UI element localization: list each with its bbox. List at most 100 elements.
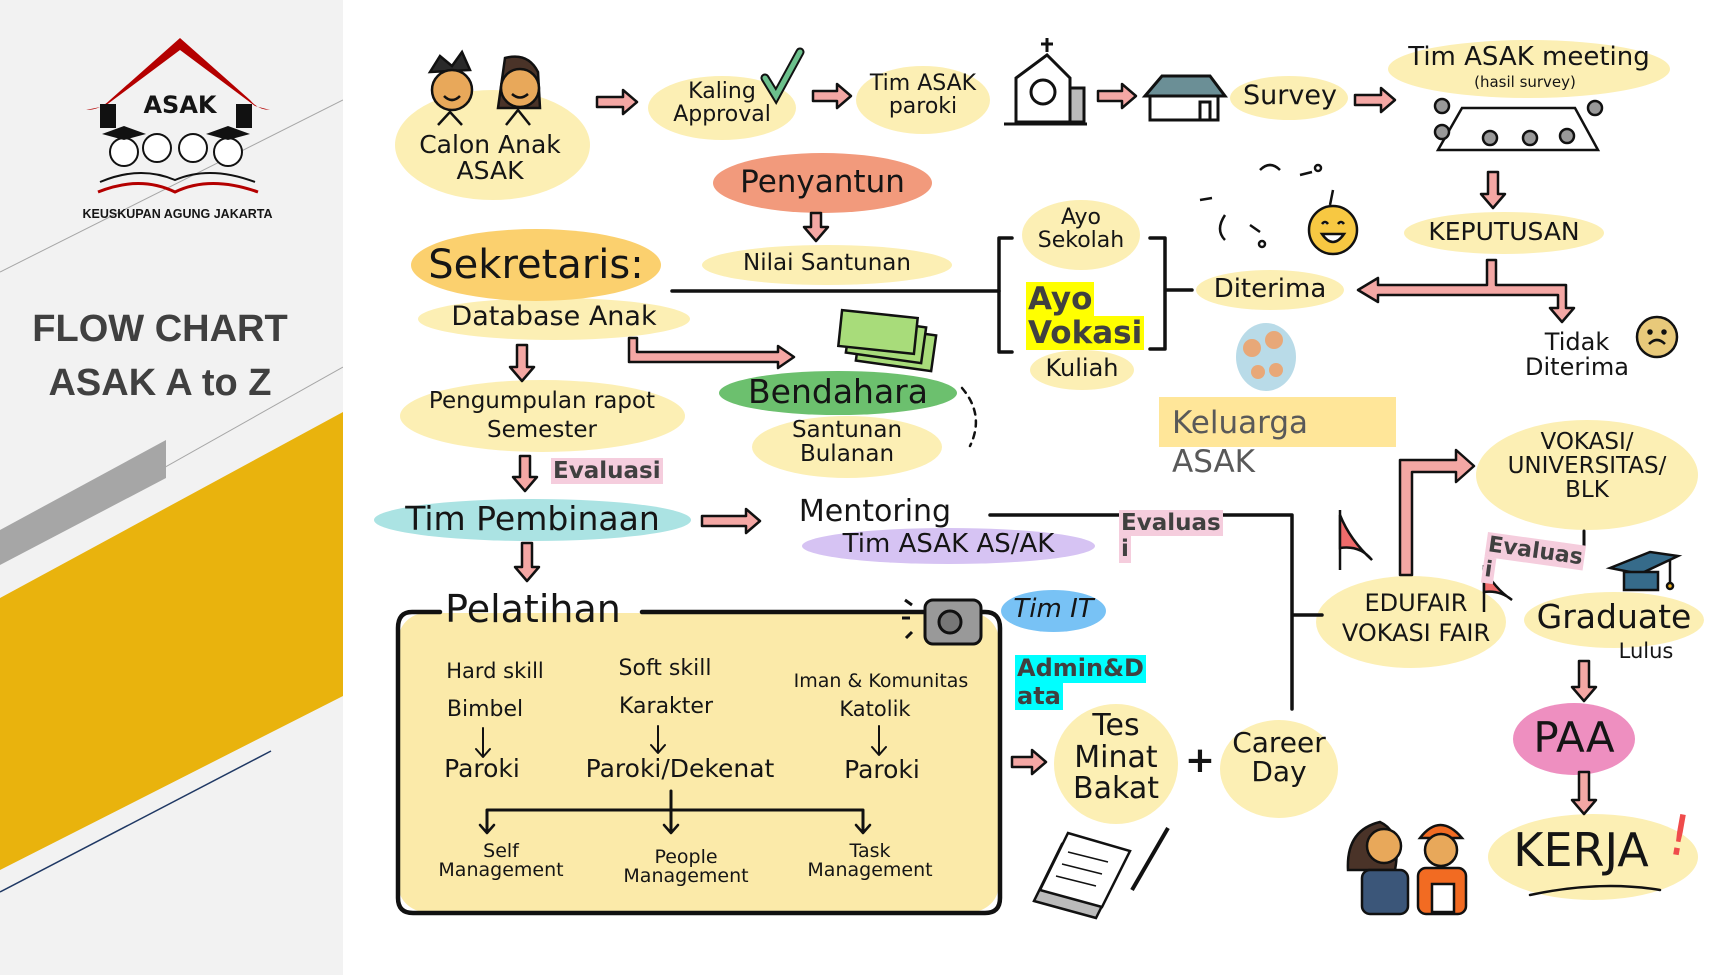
dashed-loop: [960, 386, 978, 448]
node-diterima: Diterima: [1213, 274, 1327, 304]
happy-face-icon: [1307, 204, 1359, 256]
column-head-soft-skill: Soft skill: [618, 656, 712, 681]
tim-asak-asak-blob: [802, 528, 1095, 564]
survey-blob: [1230, 76, 1348, 120]
column-where-paroki-dekenat: Paroki/Dekenat: [585, 754, 775, 783]
column-head-hard-skill: Hard skill: [446, 659, 544, 683]
column-head-iman-komunitas: Iman & Komunitas: [793, 670, 969, 692]
calon-blob: [395, 90, 590, 200]
sad-face-icon: [1635, 315, 1679, 359]
flow-arrow-down: [1570, 659, 1598, 703]
node-survey: Survey: [1243, 80, 1337, 111]
flow-arrow-down: [513, 541, 541, 583]
sekretaris-blob: [411, 229, 661, 301]
yellow-band: [0, 412, 343, 870]
node-database-anak: Database Anak: [451, 301, 657, 332]
ayo-sekolah-blob: [1022, 200, 1140, 270]
slide-title-line2: ASAK A to Z: [48, 362, 272, 404]
confetti-icon: [1199, 163, 1335, 249]
slide-title-line1: FLOW CHART: [32, 308, 288, 350]
flow-arrow-right: [1096, 82, 1138, 110]
flow-arrow-right: [811, 82, 853, 110]
tes-blob: [1054, 704, 1178, 824]
node-bendahara: Bendahara: [748, 372, 928, 411]
node-tim-it: Tim IT: [1013, 594, 1094, 624]
flow-arrow-down: [1570, 770, 1598, 816]
meeting-blob: [1388, 40, 1670, 98]
panel-decoration: [0, 38, 343, 893]
node-penyantun: Penyantun: [740, 164, 905, 200]
column-where-paroki: Paroki: [444, 754, 520, 783]
graduation-cap-icon: [1605, 550, 1683, 592]
workers-icon: [1346, 820, 1468, 916]
evaluasi-label: Evaluasi: [551, 458, 663, 485]
node-kuliah: Kuliah: [1045, 354, 1119, 382]
tim-it-blob: [1001, 590, 1106, 632]
node-sekretaris: Sekretaris:: [428, 242, 644, 288]
column-item-karakter: Karakter: [619, 694, 713, 719]
money-icon: [836, 308, 938, 373]
meeting-table-icon: [1433, 97, 1604, 152]
bracket-right: [1148, 236, 1194, 351]
asak-logo: [86, 38, 270, 194]
bendahara-blob: [719, 371, 957, 415]
keluarga-highlight: [1159, 397, 1396, 447]
arrow-database-to-bendahara: [627, 336, 796, 370]
flow-arrow-down: [1479, 170, 1507, 210]
pelatihan-box-border: [395, 609, 1003, 916]
gray-band: [0, 440, 166, 565]
node-nilai-santunan: Nilai Santunan: [743, 250, 911, 276]
nilai-blob: [702, 245, 952, 285]
node-tim-asak-meeting: Tim ASAK meeting: [1408, 42, 1650, 72]
decor-line: [0, 99, 343, 273]
logo-text: ASAK: [143, 91, 217, 119]
node-graduate: Graduate: [1536, 597, 1692, 636]
santunan-blob: [752, 416, 942, 478]
node-tim-asak-as-ak: Tim ASAK AS/AK: [842, 529, 1055, 559]
connector-line: [988, 513, 1324, 711]
column-where-paroki: Paroki: [844, 755, 920, 784]
decor-line: [0, 750, 272, 893]
database-blob: [418, 298, 690, 340]
flow-arrow-right: [1353, 86, 1397, 114]
penyantun-blob: [713, 153, 932, 213]
bracket-left: [997, 236, 1014, 354]
edufair-blob: [1316, 576, 1506, 668]
title-panel: ASAK KEUSKUPAN AGUNG JAKARTA FLOW CHART …: [0, 0, 343, 975]
flow-arrow-right: [595, 88, 639, 116]
pelatihan-box-fill: [398, 613, 999, 912]
column-item-bimbel: Bimbel: [446, 697, 524, 722]
pelatihan-arrowheads: [478, 823, 872, 835]
career-blob: [1220, 720, 1338, 818]
diterima-blob: [1196, 270, 1344, 310]
check-mark-icon-fill: [762, 49, 803, 101]
pelatihan-connector: [485, 789, 865, 832]
node-lulus: Lulus: [1618, 639, 1674, 663]
node-tim-pembinaan: Tim Pembinaan: [405, 499, 660, 538]
house-icon: [1141, 74, 1228, 122]
arrow-keputusan-split: [1356, 258, 1576, 324]
kuliah-blob: [1030, 350, 1134, 390]
meeting-subtitle: (hasil survey): [1474, 73, 1576, 91]
column-item-katolik: Katolik: [839, 697, 911, 721]
camera-icon: [902, 598, 983, 646]
family-icon: [1236, 323, 1296, 391]
